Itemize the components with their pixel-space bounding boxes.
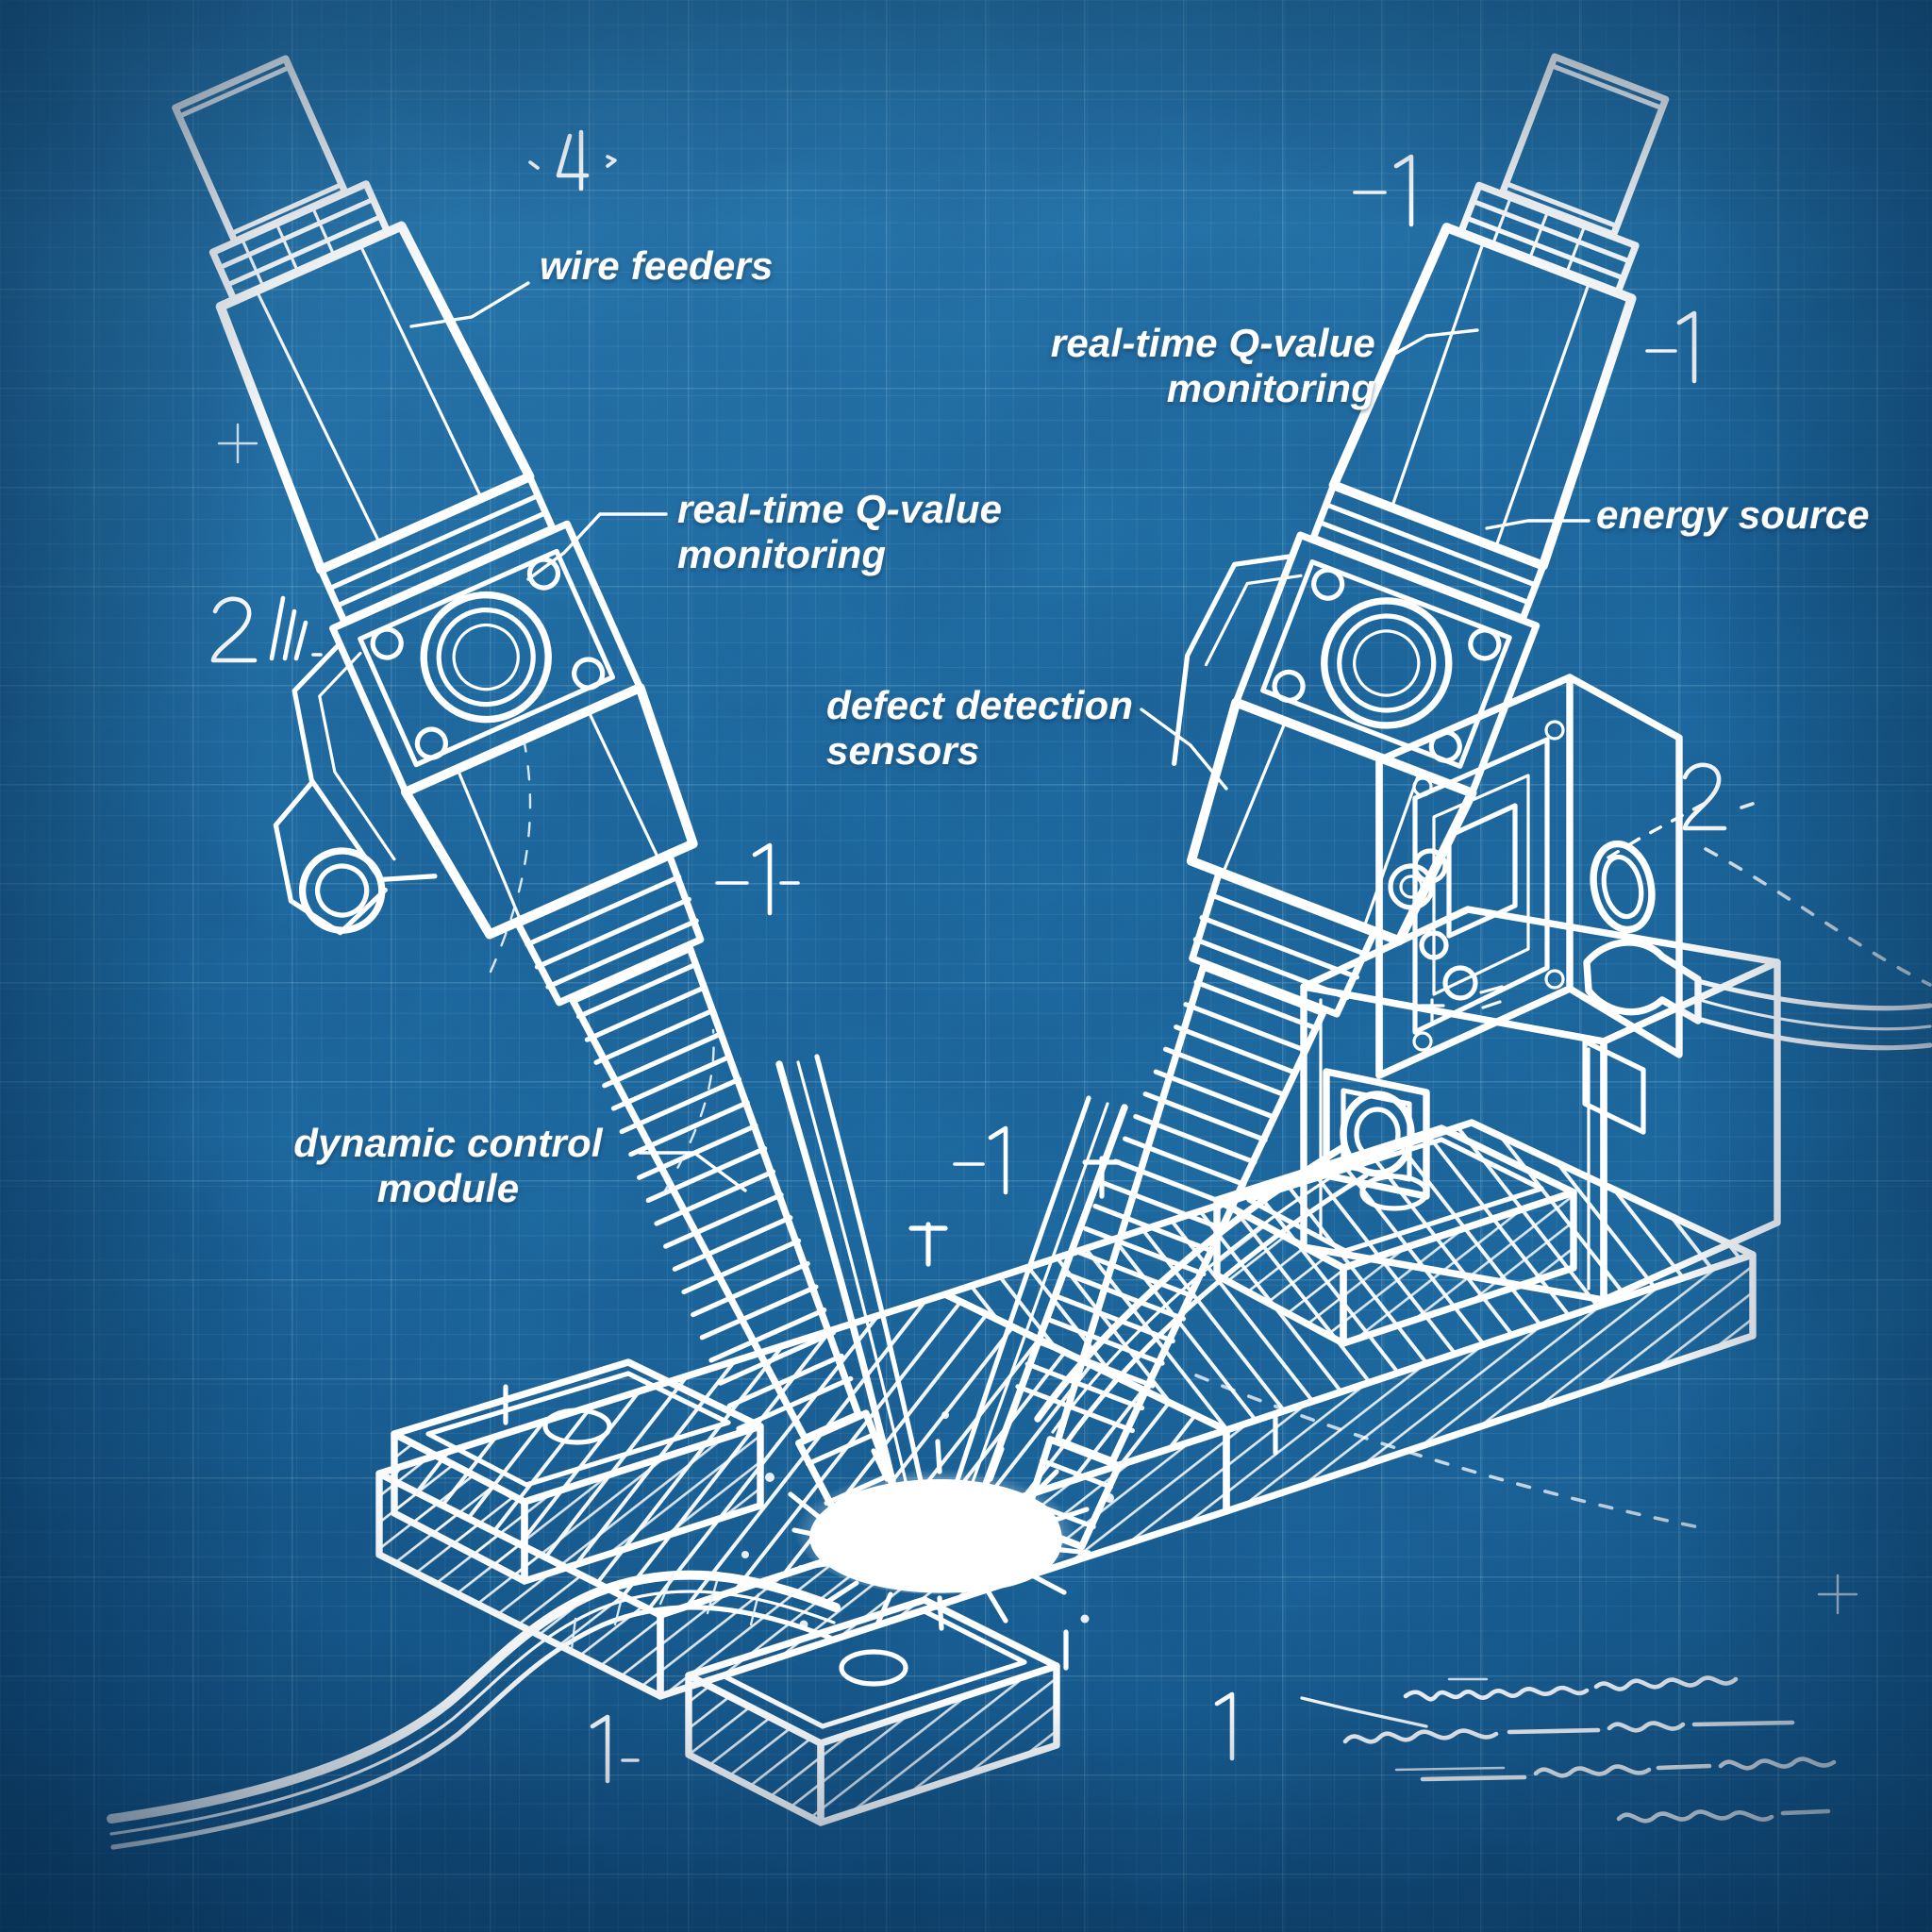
- label-dynamic-control-module: dynamic control module: [293, 1121, 603, 1210]
- annotation-scribble: [1342, 1675, 1837, 1824]
- clamp-block-left: [391, 1358, 764, 1585]
- clamp-block-front: [685, 1596, 1060, 1826]
- weld-pool: [741, 1411, 1114, 1631]
- control-box: [1375, 674, 1932, 1135]
- label-defect-detection-sensors: defect detection sensors: [826, 683, 1134, 773]
- label-leaders: [409, 281, 1706, 1728]
- registration-marks: [217, 423, 1858, 1681]
- callout-numerals: [210, 129, 1755, 1784]
- label-real-time-q-value-monitoring-right: real-time Q-value monitoring: [1050, 321, 1375, 410]
- ground-cable: [107, 1570, 841, 1850]
- plate-studs: [503, 1156, 1278, 1671]
- label-real-time-q-value-monitoring-left: real-time Q-value monitoring: [677, 487, 1003, 576]
- power-unit: [1034, 906, 1781, 1446]
- label-wire-feeders: wire feeders: [540, 243, 774, 288]
- label-energy-source: energy source: [1596, 492, 1870, 537]
- construction-lines: [489, 741, 1932, 1530]
